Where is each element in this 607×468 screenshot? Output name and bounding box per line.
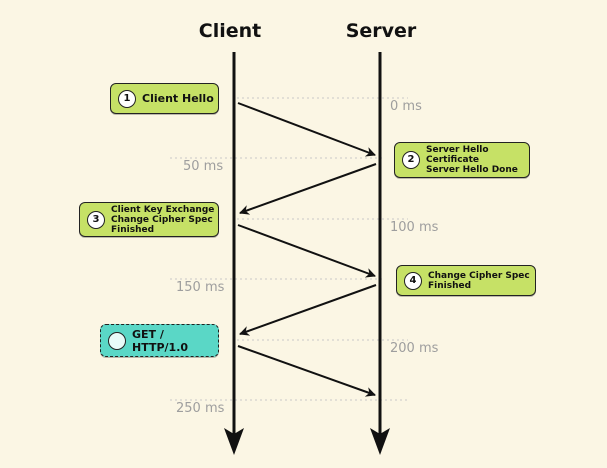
time-label-100: 100 ms [390,220,439,235]
step-4-line-1: Change Cipher Spec [428,270,530,281]
time-label-0: 0 ms [390,99,422,114]
step-client-hello: 1 Client Hello [110,83,219,114]
arrow-client-key-exchange [237,224,376,278]
step-4-line-2: Finished [428,280,472,291]
time-label-250: 250 ms [176,401,225,416]
step-server-hello: 2 Server Hello Certificate Server Hello … [394,142,530,178]
time-label-50: 50 ms [183,159,224,174]
step-3-text: Client Key Exchange Change Cipher Spec F… [111,205,214,235]
time-label-150: 150 ms [176,280,225,295]
step-2-line-3: Server Hello Done [426,165,518,175]
step-2-line-2: Certificate [426,155,480,165]
step-number-2: 2 [402,151,420,169]
time-label-200: 200 ms [390,341,439,356]
step-4-text: Change Cipher Spec Finished [428,271,530,291]
step-number-3: 3 [87,210,105,229]
arrow-server-finished [239,284,377,336]
step-3-line-3: Finished [111,224,155,235]
server-header: Server [345,20,417,42]
step-3-line-2: Change Cipher Spec [111,214,213,225]
http-get-request: GET / HTTP/1.0 [100,324,219,357]
client-header: Client [198,20,262,42]
request-text: GET / HTTP/1.0 [132,328,218,354]
step-1-line-1: Client Hello [142,92,214,105]
step-server-finished: 4 Change Cipher Spec Finished [396,265,536,296]
arrow-server-hello [239,163,377,215]
step-client-key-exchange: 3 Client Key Exchange Change Cipher Spec… [79,202,219,237]
step-number-4: 4 [404,271,422,290]
request-label: GET / HTTP/1.0 [132,327,189,354]
step-2-line-1: Server Hello [426,145,489,155]
arrow-client-hello [237,102,376,157]
request-circle-icon [108,331,126,350]
step-3-line-1: Client Key Exchange [111,204,215,215]
server-lifeline-arrowhead [370,428,390,455]
step-2-text: Server Hello Certificate Server Hello Do… [426,145,518,175]
arrow-http-get [237,345,376,397]
client-lifeline-arrowhead [224,428,244,455]
step-1-text: Client Hello [142,92,214,105]
step-number-1: 1 [118,89,136,108]
